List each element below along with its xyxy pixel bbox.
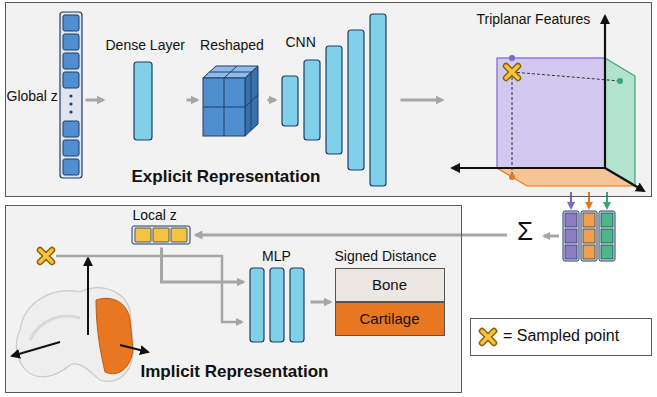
node-label: Dense Layer xyxy=(106,37,184,53)
flow-arrow xyxy=(86,99,104,102)
panel: Explicit Representation Global z Dense Lay… xyxy=(5,2,652,197)
mlp-stack: MLP xyxy=(246,246,308,344)
node-label: Triplanar Features xyxy=(477,11,591,27)
panel: Implicit Representation Local z MLP Signed … xyxy=(5,205,462,393)
flow-arrow xyxy=(268,99,276,102)
node-label: Reshaped xyxy=(200,37,265,53)
flow-arrow xyxy=(401,99,443,102)
reshaped-block: Reshaped xyxy=(200,35,265,141)
node-label: MLP xyxy=(246,248,308,264)
node-label: Bone xyxy=(372,276,407,293)
flow-arrow xyxy=(187,99,198,102)
node-label: Local z xyxy=(133,207,177,223)
bone-output: Bone xyxy=(335,268,445,302)
node-label: Signed Distance xyxy=(335,248,437,264)
legend-text: = Sampled point xyxy=(503,327,619,345)
cnn-stack: CNN xyxy=(278,12,398,192)
signed-distance: Signed DistanceBoneCartilage xyxy=(333,246,449,338)
dense-layer: Dense Layer xyxy=(106,35,184,141)
node-label: Global z xyxy=(7,88,58,104)
triplanar-features: Triplanar Features xyxy=(445,8,647,193)
flow-arrow xyxy=(196,234,508,237)
node-label: Cartilage xyxy=(359,310,419,327)
node-label: Implicit Representation xyxy=(6,362,463,382)
node-label: CNN xyxy=(286,34,316,50)
sum-symbol: Σ xyxy=(510,214,540,250)
vector-node: Global z xyxy=(7,12,83,182)
legend-box: = Sampled point xyxy=(470,318,652,356)
local-latent: Local z xyxy=(130,207,194,247)
node-label: Explicit Representation xyxy=(6,167,446,187)
flow-arrow xyxy=(162,248,244,283)
node-label: Σ xyxy=(517,217,533,247)
cartilage-output: Cartilage xyxy=(335,302,445,336)
flow-arrow xyxy=(311,301,331,304)
